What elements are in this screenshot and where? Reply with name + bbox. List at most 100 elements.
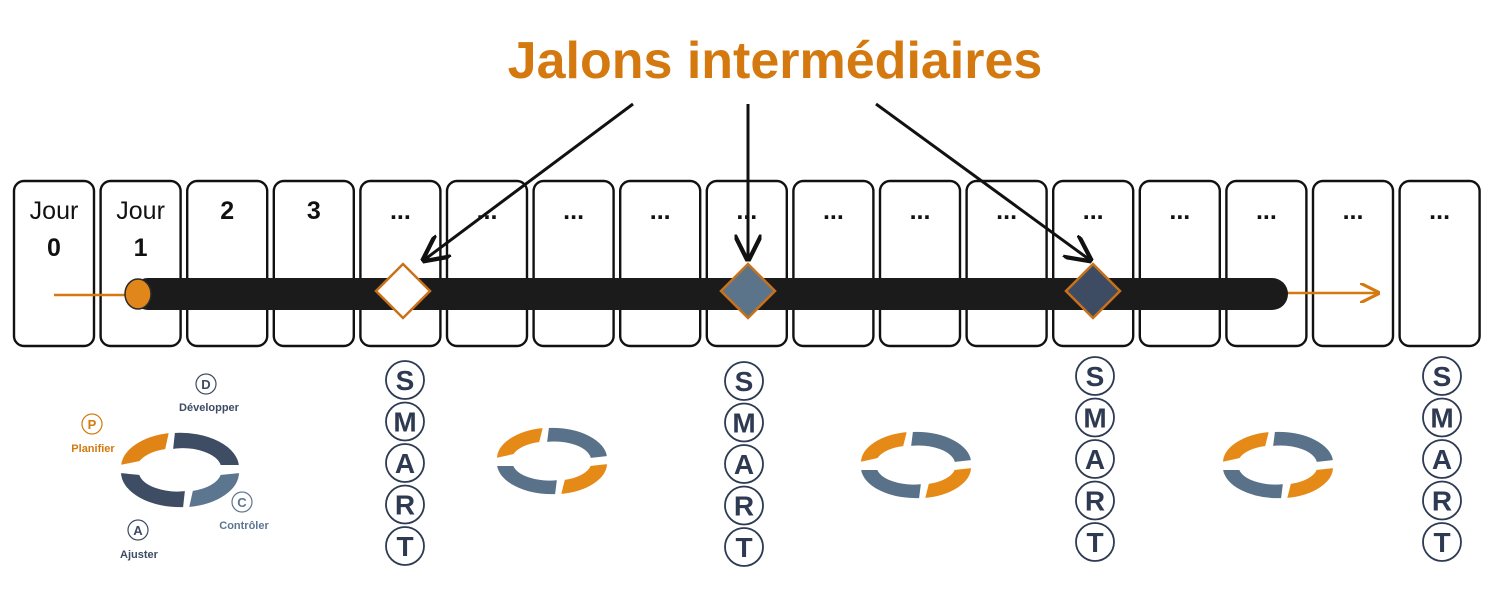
day-box: ... xyxy=(1225,179,1308,348)
day-label: Jour xyxy=(30,197,79,225)
day-box: ... xyxy=(1138,179,1222,348)
smart-letter: M xyxy=(1430,403,1453,434)
milestone-diamond xyxy=(719,262,777,320)
day-box: ... xyxy=(965,179,1048,348)
day-number: 0 xyxy=(47,234,61,262)
smart-circle xyxy=(1422,522,1462,562)
pdca-p-letter: P xyxy=(88,417,97,432)
day-label: ... xyxy=(1169,197,1190,225)
smart-circle xyxy=(385,526,425,566)
day-label: ... xyxy=(563,197,584,225)
smart-circle xyxy=(385,443,425,483)
day-box: ... xyxy=(792,179,875,348)
smart-circle xyxy=(1075,397,1115,438)
day-label: Jour xyxy=(116,197,165,225)
pdca-p-label: Planifier xyxy=(71,443,115,455)
smart-circle xyxy=(1075,439,1115,479)
day-box: ... xyxy=(359,179,442,348)
smart-letter: R xyxy=(1432,486,1452,517)
milestones xyxy=(374,262,1122,320)
smart-letter: T xyxy=(1433,527,1450,558)
smart-letter: T xyxy=(1086,527,1103,558)
smart-circle xyxy=(385,401,425,442)
pdca-label-a: A Ajuster xyxy=(120,519,159,561)
milestone-diamond xyxy=(374,262,432,320)
smart-circle xyxy=(724,361,764,401)
pdca-label-p: P Planifier xyxy=(71,413,115,455)
smart-letter: R xyxy=(395,490,415,521)
pdca-c-label: Contrôler xyxy=(219,520,269,532)
smart-letter: S xyxy=(1086,361,1105,392)
smart-circle xyxy=(724,485,764,526)
smart-letter: A xyxy=(734,449,754,480)
smart-letter: R xyxy=(734,491,754,522)
smart-letter: S xyxy=(1433,361,1452,392)
day-label: ... xyxy=(996,197,1017,225)
smart-circle xyxy=(1075,522,1115,562)
day-label: ... xyxy=(1083,197,1104,225)
day-box: Jour 1 xyxy=(99,179,182,348)
day-label: ... xyxy=(910,197,931,225)
smart-letter: M xyxy=(393,407,416,438)
cycle-ring-2 xyxy=(858,429,974,501)
smart-letter: T xyxy=(735,532,752,563)
day-box: ... xyxy=(445,179,529,348)
smart-letter: R xyxy=(1085,486,1105,517)
smart-circle xyxy=(385,360,425,400)
day-box: ... xyxy=(1311,179,1395,348)
pdca-label-c: C Contrôler xyxy=(219,491,269,532)
smart-letter: S xyxy=(735,366,754,397)
cycle-ring-3 xyxy=(1220,429,1336,501)
cycle-ring-1 xyxy=(494,425,610,497)
pdca-wheel xyxy=(118,430,242,510)
pdca-c-letter: C xyxy=(237,495,247,510)
smart-letter: A xyxy=(1432,444,1452,475)
pdca-d-letter: D xyxy=(201,377,210,392)
smart-circle xyxy=(724,402,764,443)
smart-letter: M xyxy=(732,408,755,439)
smart-letter: S xyxy=(396,365,415,396)
day-number: 1 xyxy=(134,234,148,262)
smart-letter: A xyxy=(395,448,415,479)
smart-circle xyxy=(1422,439,1462,479)
day-label: 2 xyxy=(220,197,234,225)
day-label: ... xyxy=(390,197,411,225)
day-label: ... xyxy=(823,197,844,225)
day-label: ... xyxy=(1256,197,1277,225)
pdca-a-label: Ajuster xyxy=(120,549,159,561)
timeline-start-cap xyxy=(124,278,152,310)
callout-arrow-3 xyxy=(875,102,1090,260)
day-box: ... xyxy=(1398,179,1481,348)
smart-circle xyxy=(1422,356,1462,396)
pdca-a-letter: A xyxy=(133,523,143,538)
day-box: Jour 0 xyxy=(12,179,96,348)
day-box: ... xyxy=(878,179,962,348)
smart-circle xyxy=(1075,356,1115,396)
milestone-diamond xyxy=(1064,262,1122,320)
day-box: 2 xyxy=(185,179,269,348)
day-box: 3 xyxy=(272,179,355,348)
smart-circle xyxy=(1422,397,1462,438)
smart-circle xyxy=(1422,480,1462,521)
pdca-d-label: Développer xyxy=(179,402,240,414)
smart-circle xyxy=(385,484,425,525)
diagram-title: Jalons intermédiaires xyxy=(508,32,1043,90)
day-box: ... xyxy=(532,179,615,348)
smart-letter: M xyxy=(1083,403,1106,434)
day-label: ... xyxy=(650,197,671,225)
smart-circle xyxy=(724,444,764,484)
day-label: 3 xyxy=(307,197,321,225)
smart-letter: A xyxy=(1085,444,1105,475)
day-label: ... xyxy=(477,197,498,225)
day-label: ... xyxy=(1429,197,1450,225)
pdca-label-d: D Développer xyxy=(179,373,240,414)
smart-circle xyxy=(1075,480,1115,521)
day-label: ... xyxy=(1343,197,1364,225)
smart-letter: T xyxy=(396,531,413,562)
